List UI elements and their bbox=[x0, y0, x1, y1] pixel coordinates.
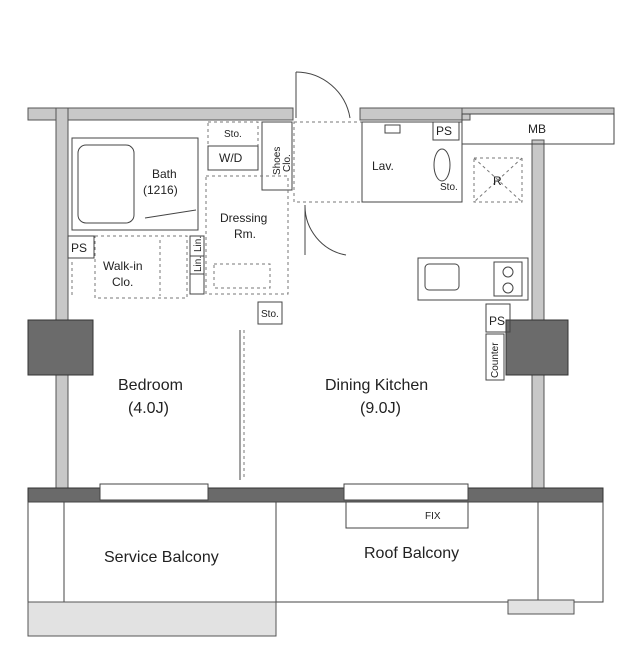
washer-dryer-label: W/D bbox=[219, 151, 243, 165]
roof-balcony-label: Roof Balcony bbox=[364, 545, 459, 562]
linen-label-2: Lin. bbox=[193, 256, 204, 272]
bath-label: Bath bbox=[152, 167, 177, 181]
ps-right-label: PS bbox=[489, 314, 505, 328]
walk-in-label: Walk-in bbox=[103, 259, 143, 273]
dressing-room-label: Dressing bbox=[220, 211, 267, 225]
dining-kitchen-size-label: (9.0J) bbox=[360, 400, 401, 417]
balcony-area bbox=[27, 501, 604, 637]
ps-left-label: PS bbox=[71, 241, 87, 255]
bedroom-size-label: (4.0J) bbox=[128, 400, 169, 417]
bedroom-label: Bedroom bbox=[118, 377, 183, 394]
service-balcony-label: Service Balcony bbox=[104, 549, 219, 566]
dining-kitchen-label: Dining Kitchen bbox=[325, 377, 428, 394]
shoes-label: Shoes bbox=[272, 147, 283, 175]
walk-in-closet-label: Clo. bbox=[112, 275, 133, 289]
fix-label: FIX bbox=[425, 511, 441, 522]
shoes-closet-label: Clo. bbox=[282, 154, 293, 172]
column-right bbox=[505, 319, 569, 376]
linen-label-1: Lin. bbox=[193, 236, 204, 252]
column-left bbox=[27, 319, 94, 376]
r-label: R bbox=[493, 174, 502, 188]
exterior-walls bbox=[27, 107, 615, 503]
ps-top-label: PS bbox=[436, 124, 452, 138]
storage-lav-label: Sto. bbox=[440, 182, 458, 193]
storage-label-top: Sto. bbox=[224, 129, 242, 140]
lavatory-label: Lav. bbox=[372, 159, 394, 173]
mb-label: MB bbox=[528, 122, 546, 136]
counter-label: Counter bbox=[490, 342, 501, 378]
bath-size-label: (1216) bbox=[143, 183, 178, 197]
dressing-rm-label: Rm. bbox=[234, 227, 256, 241]
storage-mid-label: Sto. bbox=[261, 309, 279, 320]
bath-room bbox=[71, 137, 199, 231]
